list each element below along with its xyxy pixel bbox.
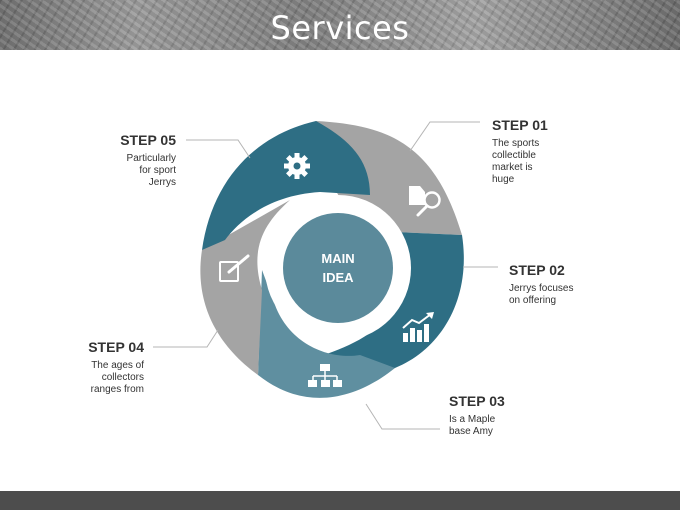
edit-icon: [219, 254, 250, 282]
step-04-label: STEP 04: [88, 339, 144, 355]
footer-bar: [0, 491, 680, 510]
step-02-label: STEP 02: [509, 262, 565, 278]
step-01-label: STEP 01: [492, 117, 548, 133]
connector-step-01: [409, 121, 480, 152]
segment-step-02: [300, 232, 464, 368]
step-01-line: The sports: [492, 138, 540, 149]
center-circle: [283, 213, 393, 323]
segment-step-05: [202, 121, 370, 250]
step-05-line: Jerrys: [148, 177, 176, 188]
step-01-line: huge: [492, 174, 515, 185]
step-04-line: ranges from: [90, 384, 144, 395]
growth-chart-icon: [402, 312, 434, 342]
step-03-line: base Amy: [449, 426, 493, 437]
segment-step-04: [200, 200, 290, 375]
step-02-line: on offering: [509, 295, 557, 306]
center-label-line2: IDEA: [322, 270, 354, 285]
center-label-line1: MAIN: [321, 251, 354, 266]
magnifier-icon: [409, 186, 441, 217]
connector-step-05: [186, 139, 251, 159]
step-01-line: collectible: [492, 150, 536, 161]
page-title: Services: [270, 9, 410, 47]
gear-icon: [284, 153, 310, 179]
step-02: STEP 02 Jerrys focuses on offering: [509, 262, 573, 307]
step-01-line: market is: [492, 162, 533, 173]
org-chart-icon: [308, 364, 342, 387]
step-03-label: STEP 03: [449, 393, 505, 409]
step-04: STEP 04 The ages of collectors ranges fr…: [64, 339, 144, 396]
step-01-text: The sports collectible market is huge: [492, 138, 548, 186]
step-05-label: STEP 05: [120, 132, 176, 148]
connector-step-04: [153, 329, 219, 348]
segment-step-03: [258, 270, 395, 398]
step-03-text: Is a Maple base Amy: [449, 414, 505, 438]
step-05-line: for sport: [139, 165, 176, 176]
step-04-text: The ages of collectors ranges from: [64, 360, 144, 396]
step-04-line: collectors: [101, 372, 144, 383]
step-03: STEP 03 Is a Maple base Amy: [449, 393, 505, 438]
step-02-text: Jerrys focuses on offering: [509, 283, 573, 307]
step-03-line: Is a Maple: [449, 414, 496, 425]
step-01: STEP 01 The sports collectible market is…: [492, 117, 548, 186]
step-05-text: Particularly for sport Jerrys: [96, 153, 176, 189]
step-04-line: The ages of: [91, 360, 144, 371]
step-05-line: Particularly: [126, 153, 176, 164]
step-02-line: Jerrys focuses: [509, 283, 574, 294]
connector-step-03: [365, 403, 440, 430]
header-banner: Services: [0, 0, 680, 50]
step-05: STEP 05 Particularly for sport Jerrys: [96, 132, 176, 189]
banner-texture: [0, 0, 680, 50]
